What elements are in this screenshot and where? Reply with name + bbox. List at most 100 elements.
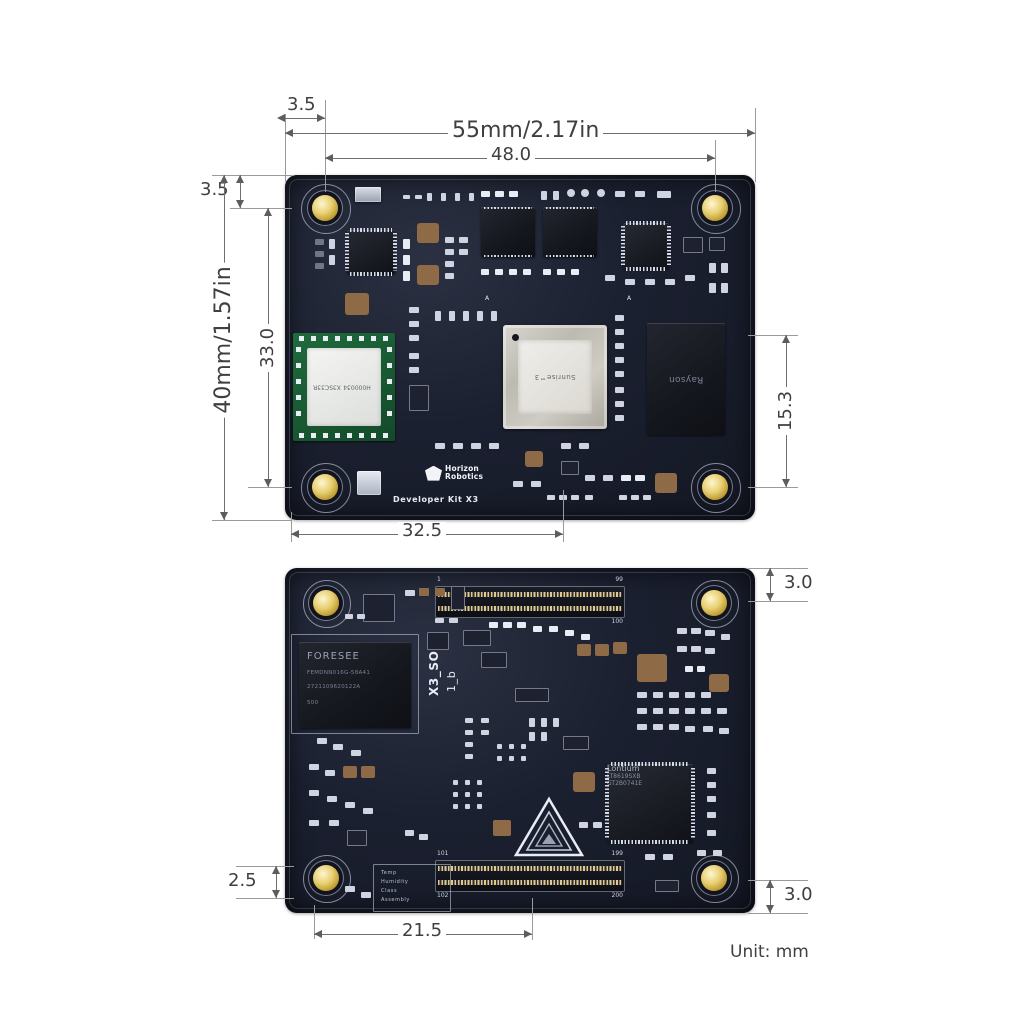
- inductor-som-2: [709, 674, 729, 692]
- mounting-hole-top-left: [312, 195, 338, 221]
- mounting-hole-ring-bl: [301, 463, 351, 513]
- bridge-ic-label: Lontium: [607, 764, 640, 773]
- dim-label-overall-height: 40mm/1.57in: [211, 262, 236, 418]
- small-ic-som-5: [563, 736, 589, 750]
- label-block-line-2: Humidity: [381, 879, 409, 885]
- dim-label-som-bottom-offset: 3.0: [780, 886, 817, 904]
- connector-top-pin-end: 99: [615, 576, 623, 583]
- connector-bottom-pin-start-b: 102: [437, 892, 449, 899]
- dim-label-som-bottom-span: 21.5: [398, 922, 447, 940]
- som-mounting-hole-bottom-left: [313, 865, 339, 891]
- inductor-som-3: [573, 772, 595, 792]
- label-block-line-3: Class: [381, 888, 398, 894]
- wifi-module-serial: H000034: [343, 383, 371, 391]
- som-mounting-hole-top-right: [701, 590, 727, 616]
- memory-ic-rayson-label: Rayson: [668, 374, 704, 385]
- small-ic-som-2: [463, 630, 491, 646]
- regulator-ic-som: [363, 594, 395, 622]
- bridge-ic-line2: LT8619SXB: [607, 773, 641, 780]
- bottom-board-pcb: 1 99 2 100 101 199 102 200 FORESEE FEMDN…: [285, 568, 755, 913]
- mounting-hole-bottom-right: [702, 474, 728, 500]
- som-mounting-hole-top-left: [313, 590, 339, 616]
- som-mounting-hole-ring-bl: [303, 855, 351, 903]
- dim-label-edge-offset-left: 3.5: [283, 96, 320, 114]
- power-inductor-1: [417, 223, 439, 243]
- label-block-line-1: Temp: [381, 870, 397, 876]
- brand-text: Horizon Robotics: [445, 464, 484, 482]
- som-mounting-hole-bottom-right: [701, 865, 727, 891]
- mounting-hole-ring-tr: [691, 184, 741, 234]
- dim-label-som-left-offset: 2.5: [224, 872, 261, 890]
- small-ic-som-3: [481, 652, 507, 668]
- connector-bottom-pin-end-b: 200: [611, 892, 623, 899]
- dim-label-right-feature: 15.3: [775, 386, 796, 436]
- ddr-memory-ic-2: [543, 207, 597, 257]
- wifi-module-label: X3SC33R: [313, 383, 341, 391]
- soc-sunrise-3: Sunrise™3: [503, 325, 607, 429]
- emmc-foresee: FORESEE FEMDNN016G-58A41 2721109620122A …: [299, 642, 411, 728]
- soc-pin1-marker: [512, 334, 519, 341]
- connector-bottom-row-b: [438, 880, 622, 885]
- connector-top-row-a: [438, 592, 622, 597]
- board-to-board-connector-bottom: [435, 860, 625, 892]
- connector-top-row-b: [438, 606, 622, 611]
- som-mounting-hole-ring-tr: [691, 580, 739, 628]
- dim-label-overall-width: 55mm/2.17in: [448, 120, 604, 142]
- emmc-line3: 2721109620122A: [307, 684, 361, 690]
- bridge-ic-lontium: Lontium LT8619SXB GT2B0741E: [605, 762, 695, 844]
- triangle-marker-silkscreen: [513, 796, 585, 858]
- dim-line-top-offset: [285, 118, 325, 119]
- unit-note: Unit: mm: [730, 942, 809, 962]
- dim-label-edge-offset-top: 3.5: [196, 181, 233, 199]
- connector-bottom-pin-end: 199: [611, 850, 623, 857]
- emmc-silk-outline: [291, 634, 419, 734]
- micro-usb-connector: [355, 187, 381, 202]
- memory-ic-rayson: Rayson: [647, 323, 725, 435]
- emmc-line2: FEMDNN016G-58A41: [307, 670, 371, 676]
- mounting-hole-bottom-left: [312, 474, 338, 500]
- horizon-logo-icon: [425, 465, 442, 481]
- small-ic-som-1: [427, 632, 449, 650]
- dim-label-hole-span-height: 33.0: [257, 323, 278, 373]
- dim-label-bottom-feature: 32.5: [398, 522, 447, 540]
- power-inductor-4: [655, 473, 677, 493]
- ddr-memory-ic-1: [481, 207, 535, 257]
- wifi-module: X3SC33R H000034: [293, 333, 395, 441]
- board-to-board-connector-top: [435, 586, 625, 618]
- wifi-module-shield: [307, 348, 381, 426]
- brand-line-2: Robotics: [445, 472, 484, 482]
- dim-line-som-bottom-offset: [770, 880, 771, 913]
- dim-line-som-top-offset: [770, 568, 771, 601]
- label-block-outline: [373, 864, 451, 912]
- power-inductor-2: [417, 265, 439, 285]
- brand-line-1: Horizon: [445, 464, 479, 473]
- power-inductor-3: [345, 293, 369, 315]
- pmic-ic: [345, 228, 397, 276]
- connector-bottom-pin-start: 101: [437, 850, 449, 857]
- mounting-hole-top-right: [702, 195, 728, 221]
- small-ic-som-4: [515, 688, 549, 702]
- board-rev-silkscreen: 1_b: [445, 670, 458, 692]
- emmc-line4: 500: [307, 700, 319, 706]
- ethernet-phy-ic: [621, 221, 671, 271]
- connector-top-pin-start: 1: [437, 576, 441, 583]
- dim-label-som-top-offset: 3.0: [780, 574, 817, 592]
- dim-label-hole-span-width: 48.0: [487, 146, 536, 164]
- top-board-pcb: Sunrise™3 Rayson X3SC33R H000034: [285, 175, 755, 520]
- connector-top-pin-end-b: 100: [611, 618, 623, 625]
- product-silkscreen: Developer Kit X3: [393, 495, 479, 504]
- horizon-robotics-logo: Horizon Robotics: [425, 464, 484, 482]
- dim-line-left-offset: [240, 175, 241, 208]
- dim-line-som-left-offset: [276, 866, 277, 898]
- soc-die-area: [517, 339, 593, 415]
- emmc-label: FORESEE: [307, 651, 360, 662]
- connector-bottom-row-a: [438, 866, 622, 871]
- mounting-hole-ring-tl: [301, 184, 351, 234]
- antenna-connector: [357, 471, 381, 495]
- bridge-ic-line3: GT2B0741E: [607, 780, 643, 787]
- som-mounting-hole-ring-tl: [303, 580, 351, 628]
- inductor-som-1: [637, 654, 667, 682]
- soc-part-label: Sunrise™3: [534, 373, 576, 381]
- mounting-hole-ring-br: [691, 463, 741, 513]
